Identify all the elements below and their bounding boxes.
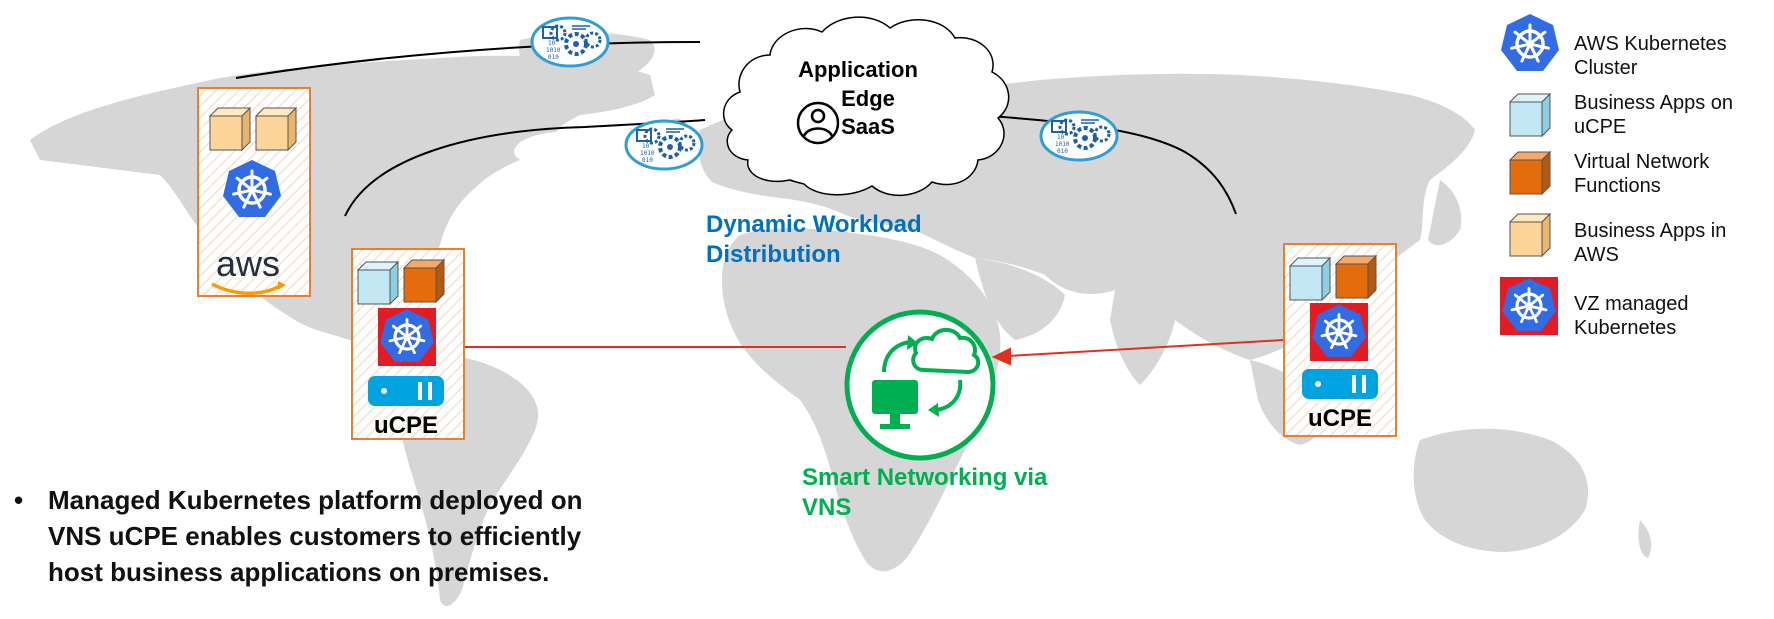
legend-item-vz-kubernetes: VZ managed Kubernetes	[1574, 292, 1774, 340]
server-icon	[1302, 369, 1378, 399]
cloud-saas: SaaS	[841, 114, 895, 139]
vns-smart-networking-icon	[844, 309, 996, 461]
yellow-cube-icon	[209, 107, 251, 151]
gears-bubble-3-icon	[1039, 110, 1119, 162]
yellow-cube-icon	[1509, 213, 1551, 257]
ucpe-right-label: uCPE	[1308, 405, 1372, 432]
legend-item-vnf: Virtual Network Functions	[1574, 150, 1774, 198]
arabia	[975, 258, 1065, 340]
bullet-marker: •	[14, 485, 24, 515]
cloud-small-icon	[911, 327, 981, 375]
blue-cube-icon	[357, 261, 399, 305]
vz-kubernetes-icon	[1500, 276, 1558, 335]
kubernetes-icon	[1499, 12, 1561, 73]
orange-cube-icon	[1509, 151, 1551, 195]
sync-arrow-icon	[882, 340, 911, 373]
legend-label: Functions	[1574, 175, 1661, 197]
ucpe-right-to-vns-line	[1007, 339, 1285, 357]
bullet-line-2: VNS uCPE enables customers to efficientl…	[48, 521, 582, 551]
aws-arrow-icon	[278, 281, 286, 290]
legend-item-aws-kubernetes: AWS Kubernetes Cluster	[1574, 32, 1774, 80]
north-america	[30, 55, 655, 345]
vns-label-line1: Smart Networking via	[802, 464, 1048, 491]
cloud-title: Application	[798, 57, 918, 82]
legend-label: AWS	[1574, 244, 1619, 266]
link-aws-to-edge	[235, 41, 701, 79]
legend-label: Kubernetes	[1574, 317, 1677, 339]
blue-cube-icon	[1289, 257, 1331, 301]
user-icon	[796, 101, 840, 145]
bullet-line-3: host business applications on premises.	[48, 557, 550, 587]
aws-logo-text: aws	[216, 243, 280, 284]
cloud-edge: Edge	[841, 86, 895, 111]
legend-icons	[1499, 12, 1561, 335]
workload-label-line2: Distribution	[706, 241, 841, 268]
legend-label: Business Apps on	[1574, 92, 1733, 114]
monitor-icon	[872, 380, 918, 414]
server-icon	[368, 376, 444, 406]
application-edge-cloud: Application Edge SaaS	[722, 16, 1010, 197]
legend-item-business-apps-ucpe: Business Apps on uCPE	[1574, 91, 1774, 139]
yellow-cube-icon	[255, 107, 297, 151]
legend-label: Cluster	[1574, 57, 1638, 79]
gears-bubble-2-icon	[624, 119, 704, 171]
vns-label-line2: VNS	[802, 494, 851, 521]
aws-smile-icon	[211, 282, 281, 295]
gears-bubble-1-icon	[530, 16, 610, 68]
workload-label-line1: Dynamic Workload	[706, 211, 922, 238]
legend-label: uCPE	[1574, 116, 1627, 138]
ucpe-left-label: uCPE	[374, 412, 438, 439]
india	[1110, 290, 1175, 385]
ucpe-right-box: uCPE	[1283, 243, 1397, 437]
user-head-icon	[810, 108, 826, 124]
ucpe-left-box: uCPE	[351, 248, 465, 440]
australia	[1413, 428, 1589, 552]
legend-item-business-apps-aws: Business Apps in AWS	[1574, 219, 1774, 267]
arrowhead-icon	[991, 347, 1011, 366]
bullet-line-1: Managed Kubernetes platform deployed on	[48, 485, 583, 515]
legend-label: Business Apps in	[1574, 220, 1727, 242]
bullet-point: • Managed Kubernetes platform deployed o…	[14, 482, 754, 590]
orange-cube-icon	[403, 259, 445, 303]
japan	[1428, 180, 1462, 246]
new-zealand	[1638, 520, 1652, 558]
sync-arrow-icon	[935, 379, 963, 412]
aws-box: aws	[197, 87, 311, 297]
red-links	[410, 339, 1285, 366]
legend-label: AWS Kubernetes	[1574, 33, 1727, 55]
blue-cube-icon	[1509, 93, 1551, 137]
user-body-icon	[802, 127, 834, 137]
cloud-icon	[722, 16, 1010, 197]
orange-cube-icon	[1335, 255, 1377, 299]
legend-label: VZ managed	[1574, 293, 1689, 315]
legend-label: Virtual Network	[1574, 151, 1710, 173]
